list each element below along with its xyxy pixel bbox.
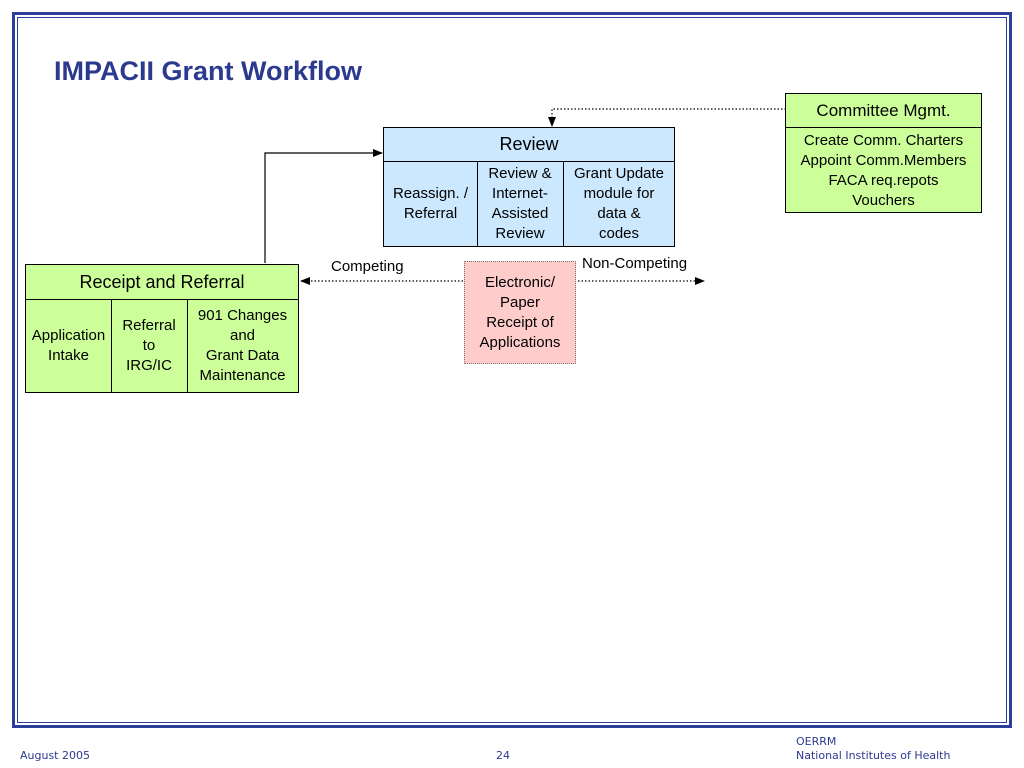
committee-body: Create Comm. Charters Appoint Comm.Membe…	[800, 131, 967, 209]
receipt-to-review-arrow	[264, 149, 383, 263]
review-cell-reassign: Reassign. /Referral	[392, 185, 469, 222]
receipt-header-label: Receipt and Referral	[79, 271, 245, 292]
committee-header: Committee Mgmt.	[786, 94, 981, 128]
electronic-receipt-box: Electronic/ Paper Receipt of Application…	[464, 261, 576, 364]
electronic-receipt-text: Electronic/ Paper Receipt of Application…	[479, 273, 561, 351]
review-divider	[563, 161, 564, 247]
slide-frame-outer	[12, 12, 1012, 728]
competing-label: Competing	[331, 258, 404, 275]
review-header-label: Review	[499, 134, 559, 154]
footer-date: August 2005	[20, 749, 90, 762]
footer-org-name: National Institutes of Health	[796, 749, 951, 762]
receipt-divider	[111, 299, 112, 393]
footer-org-short: OERRM	[796, 735, 837, 748]
review-divider	[477, 161, 478, 247]
slide-frame-inner	[17, 17, 1007, 723]
committee-header-label: Committee Mgmt.	[816, 100, 951, 120]
review-header: Review	[384, 128, 674, 162]
committee-to-review-arrow	[548, 108, 982, 127]
review-box: Review Reassign. /Referral Review &Inter…	[383, 127, 675, 247]
receipt-divider	[187, 299, 188, 393]
non-competing-label: Non-Competing	[582, 255, 688, 272]
receipt-header: Receipt and Referral	[26, 265, 298, 300]
committee-box: Committee Mgmt. Create Comm. Charters Ap…	[785, 93, 982, 213]
page-title: IMPACII Grant Workflow	[54, 56, 363, 86]
footer-page-number: 24	[496, 749, 510, 762]
